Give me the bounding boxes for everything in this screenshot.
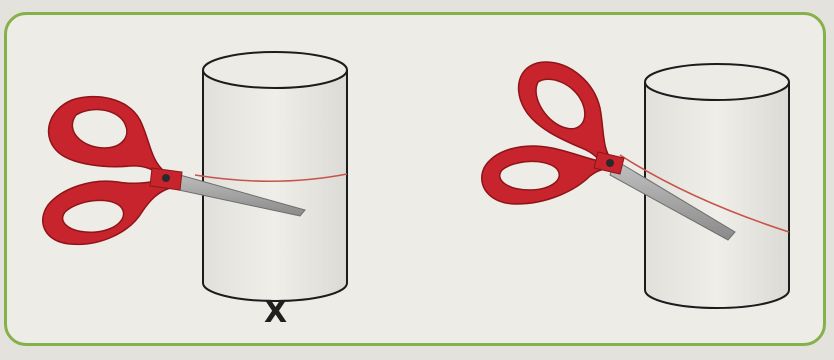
left-scissors-lower-handle (43, 180, 170, 244)
left-scissors-upper-handle (49, 97, 165, 178)
right-cylinder-top (645, 64, 789, 100)
left-cylinder (195, 52, 347, 301)
wrong-answer-mark: X (264, 298, 287, 328)
right-scissors-pivot (606, 159, 614, 167)
left-scissors-pivot (162, 174, 170, 182)
left-cylinder-body (203, 70, 347, 301)
left-cylinder-top (203, 52, 347, 88)
